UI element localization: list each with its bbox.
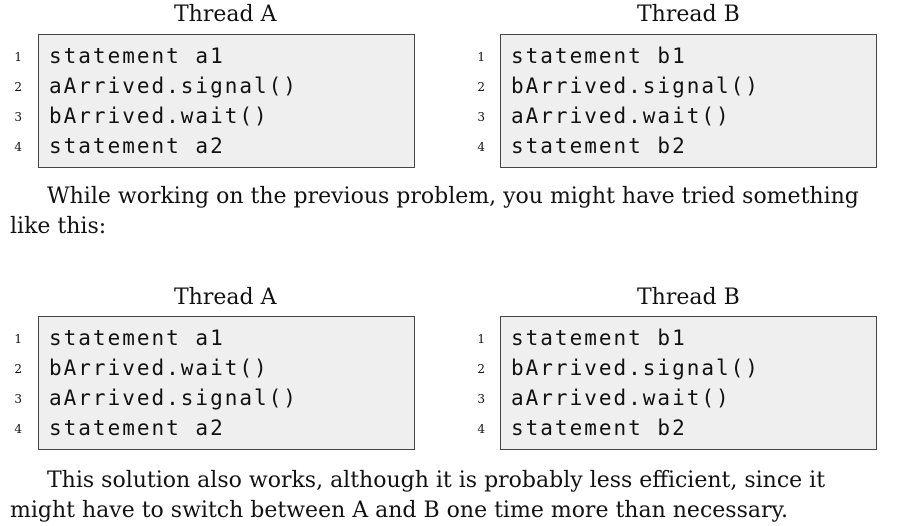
code-line: bArrived.wait() bbox=[49, 104, 269, 128]
line-number: 1 bbox=[14, 332, 22, 346]
code-line: statement b1 bbox=[511, 326, 687, 350]
line-number: 3 bbox=[477, 392, 485, 406]
listing1-thread-a-code-box: statement a1 aArrived.signal() bArrived.… bbox=[38, 34, 415, 168]
code-line: statement b1 bbox=[511, 44, 687, 68]
code-line: bArrived.wait() bbox=[49, 356, 269, 380]
code-line: statement a2 bbox=[49, 416, 225, 440]
code-line: bArrived.signal() bbox=[511, 74, 760, 98]
code-line: statement b2 bbox=[511, 416, 687, 440]
code-line: statement a1 bbox=[49, 44, 225, 68]
listing2-thread-b-title: Thread B bbox=[637, 285, 740, 310]
line-number: 2 bbox=[14, 80, 22, 94]
line-number: 2 bbox=[477, 362, 485, 376]
line-number: 3 bbox=[477, 110, 485, 124]
listing2-thread-b-code-box: statement b1 bArrived.signal() aArrived.… bbox=[500, 316, 877, 450]
paragraph-solution-note: This solution also works, although it is… bbox=[10, 468, 826, 523]
listing2-thread-a-code-box: statement a1 bArrived.wait() aArrived.si… bbox=[38, 316, 415, 450]
line-number: 1 bbox=[14, 50, 22, 64]
line-number: 2 bbox=[14, 362, 22, 376]
listing1-thread-b-code-box: statement b1 bArrived.signal() aArrived.… bbox=[500, 34, 877, 168]
line-number: 1 bbox=[477, 50, 485, 64]
code-line: bArrived.signal() bbox=[511, 356, 760, 380]
line-number: 4 bbox=[14, 422, 22, 436]
listing2-thread-a-title: Thread A bbox=[174, 285, 277, 310]
line-number: 4 bbox=[477, 140, 485, 154]
line-number: 3 bbox=[14, 110, 22, 124]
code-line: aArrived.signal() bbox=[49, 74, 298, 98]
code-line: aArrived.wait() bbox=[511, 104, 731, 128]
code-line: statement a2 bbox=[49, 134, 225, 158]
line-number: 1 bbox=[477, 332, 485, 346]
code-line: statement b2 bbox=[511, 134, 687, 158]
code-line: aArrived.signal() bbox=[49, 386, 298, 410]
code-line: aArrived.wait() bbox=[511, 386, 731, 410]
line-number: 3 bbox=[14, 392, 22, 406]
listing1-thread-b-title: Thread B bbox=[637, 2, 740, 27]
listing1-thread-a-title: Thread A bbox=[174, 2, 277, 27]
code-line: statement a1 bbox=[49, 326, 225, 350]
line-number: 2 bbox=[477, 80, 485, 94]
paragraph-previous-problem: While working on the previous problem, y… bbox=[10, 184, 859, 239]
line-number: 4 bbox=[14, 140, 22, 154]
line-number: 4 bbox=[477, 422, 485, 436]
